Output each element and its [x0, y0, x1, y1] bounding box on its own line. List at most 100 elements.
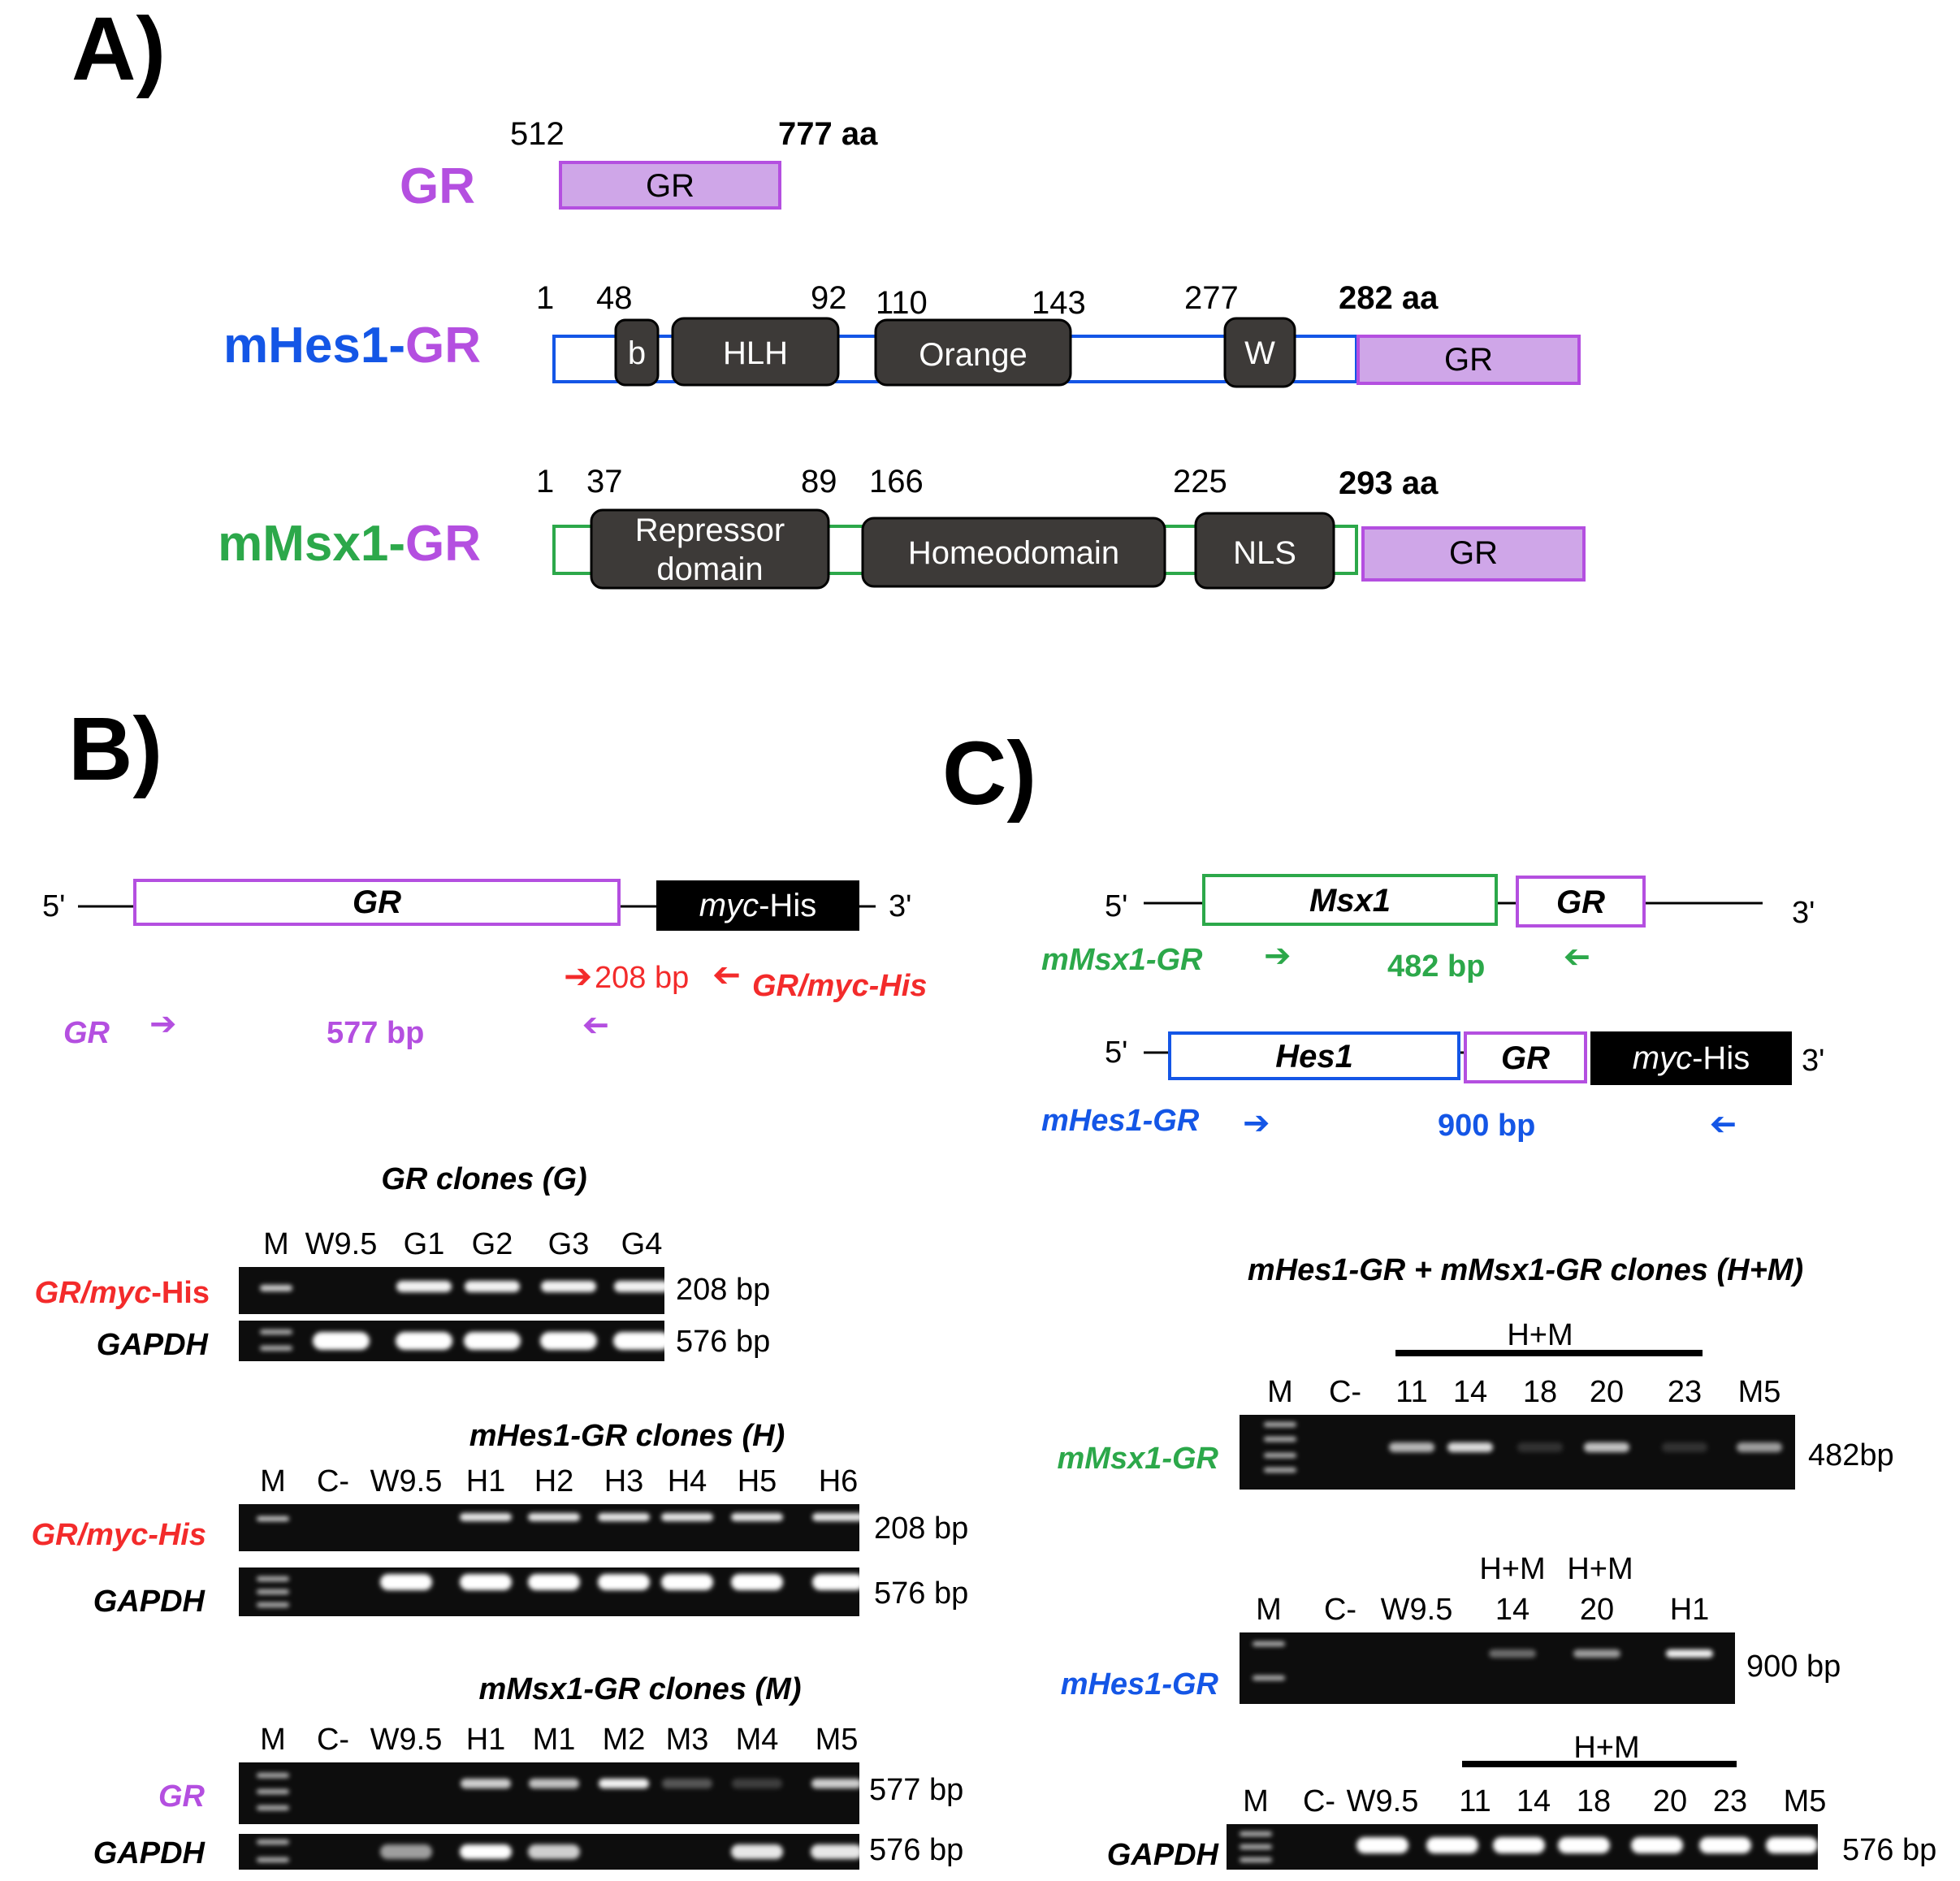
c-gel3-lane-label: 20: [1653, 1784, 1687, 1818]
b-gel1-row2-marker-band: [260, 1330, 292, 1334]
c-gel1-band: [1389, 1442, 1434, 1452]
hes1-end-number: 282 aa: [1339, 280, 1439, 316]
c-gel3-band: [1699, 1837, 1751, 1853]
c-gel2-lane-label: 20: [1580, 1593, 1614, 1627]
c-gel3-lane-label: 11: [1459, 1784, 1491, 1818]
b-gel1-row2-label: GAPDH: [97, 1328, 210, 1362]
b-gel2-lane-label: H1: [466, 1464, 506, 1498]
b-gel1-lane-label: W9.5: [305, 1227, 378, 1261]
b-gel2-row2-label: GAPDH: [93, 1585, 206, 1619]
b-gel3-marker-band: [257, 1789, 289, 1794]
gr-construct-name: GR: [400, 158, 475, 214]
c-gel1-lane-label: 11: [1395, 1375, 1427, 1409]
c-gel3-size: 576 bp: [1842, 1833, 1936, 1867]
c-gel2-lane-label: M: [1256, 1593, 1282, 1627]
msx1-homeodomain: [861, 517, 1166, 588]
c-msx-five-prime: 5': [1105, 889, 1127, 923]
b-three-prime: 3': [889, 889, 911, 923]
b-myc-his-label: myc-His: [699, 888, 816, 923]
b-gr-box: [133, 879, 621, 926]
b-gel1-lane-label: G4: [621, 1227, 663, 1261]
hes1-hlh-domain: [671, 317, 840, 387]
c-myc-his-label: myc-His: [1633, 1040, 1750, 1076]
c-gel2-bands: [1253, 1641, 1713, 1680]
c-gel1-band: [1584, 1442, 1629, 1452]
b-myc-his-box: [656, 880, 859, 931]
b-gel2-lane-label: H3: [604, 1464, 644, 1498]
b-gel2-row2-band: [380, 1574, 432, 1590]
c-gel1-marker-band: [1264, 1468, 1296, 1472]
b-gel2-row1-size: 208 bp: [874, 1511, 968, 1546]
c-gel1-band: [1447, 1442, 1493, 1452]
b-red-forward-arrow: ➔: [564, 957, 592, 995]
b-gel3-lane-label: M: [260, 1723, 286, 1757]
c-msx-forward-arrow: ➔: [1264, 938, 1292, 974]
msx1-repressor-label-line1: Repressor: [635, 512, 785, 548]
panel-a-label: A): [71, 0, 166, 99]
hes1-pos-48: 48: [596, 280, 633, 316]
hes1-w-domain: [1223, 317, 1296, 388]
b-gel3-marker-band: [257, 1773, 289, 1778]
b-gel1-row1-band: [541, 1281, 596, 1292]
c-gel3-lane-label: 18: [1577, 1784, 1611, 1818]
c-msx-amplicon-size: 482 bp: [1387, 949, 1485, 984]
msx1-gr-construct-name: mMsx1-GR: [218, 516, 481, 572]
c-hes-three-prime: 3': [1802, 1044, 1824, 1078]
b-gel2-title: mHes1-GR clones (H): [469, 1419, 785, 1453]
c-gel3-bar-label: H+M: [1573, 1731, 1639, 1765]
b-gel1-lane-label: G3: [548, 1227, 590, 1261]
c-gel3-row-label: GAPDH: [1107, 1838, 1220, 1872]
b-gel1-row1-band: [465, 1281, 520, 1292]
hes1-b-domain: [614, 318, 660, 387]
b-gel3-row2-size: 576 bp: [869, 1833, 963, 1867]
c-msx1-box-label: Msx1: [1309, 883, 1391, 919]
c-hes-primer-name: mHes1-GR: [1041, 1104, 1200, 1138]
msx1-gr-box: [1361, 526, 1586, 582]
b-gel3-row2-label: GAPDH: [93, 1836, 206, 1870]
c-gel3-lane-label: 23: [1713, 1784, 1747, 1818]
c-gel3-band: [1766, 1837, 1818, 1853]
hes1-orange-label: Orange: [919, 337, 1027, 373]
b-gel2-marker-band: [257, 1516, 289, 1521]
b-gel2-row1-band: [812, 1513, 864, 1521]
gr-domain-box: [559, 161, 781, 210]
b-gel2-lane-label: H2: [534, 1464, 574, 1498]
msx1-pos-89: 89: [801, 464, 837, 499]
c-gel2-marker-band: [1253, 1641, 1285, 1646]
hes1-pos-277: 277: [1184, 280, 1239, 316]
c-hes-five-prime: 5': [1105, 1036, 1127, 1070]
c-gel2-band: [1666, 1650, 1713, 1658]
msx1-end-number: 293 aa: [1339, 465, 1439, 501]
b-gel3-row2-band: [528, 1844, 580, 1859]
b-gel2-row1-band: [731, 1513, 783, 1521]
c-myc-his-box: [1590, 1031, 1792, 1085]
b-gel3-row1-size: 577 bp: [869, 1773, 963, 1807]
b-gel3-lane-label: M1: [533, 1723, 576, 1757]
c-gel1-marker-band: [1264, 1422, 1296, 1427]
b-gel2-row1-label: GR/myc-His: [32, 1518, 206, 1552]
b-gel3-row1-band: [599, 1779, 649, 1788]
b-gel1-bands: [260, 1281, 670, 1351]
b-gel3-lane-label: M5: [816, 1723, 859, 1757]
b-gel1-row2-size: 576 bp: [676, 1325, 770, 1359]
c-gel3-band: [1356, 1837, 1408, 1853]
b-gel1-row1-size: 208 bp: [676, 1273, 770, 1307]
c-gel3-lane-label: W9.5: [1347, 1784, 1419, 1818]
b-gel1-row2-marker-band: [260, 1346, 292, 1351]
b-gel1-lane-label: G1: [404, 1227, 445, 1261]
c-gel1-band: [1517, 1442, 1563, 1452]
c-gel3-lane-label: 14: [1517, 1784, 1551, 1818]
hes1-pos-92: 92: [811, 280, 847, 316]
c-hes-forward-arrow: ➔: [1243, 1105, 1270, 1141]
b-red-reverse-arrow: ➔: [712, 958, 741, 996]
c-gel1-lane-label: C-: [1329, 1375, 1361, 1409]
b-gel1-row2-band: [396, 1332, 452, 1350]
b-gel3-lane-label: M4: [736, 1723, 779, 1757]
b-gel2-row2-band: [460, 1574, 512, 1590]
b-gel2-lane-label: C-: [317, 1464, 349, 1498]
c-gel1-lane-label: 14: [1453, 1375, 1487, 1409]
